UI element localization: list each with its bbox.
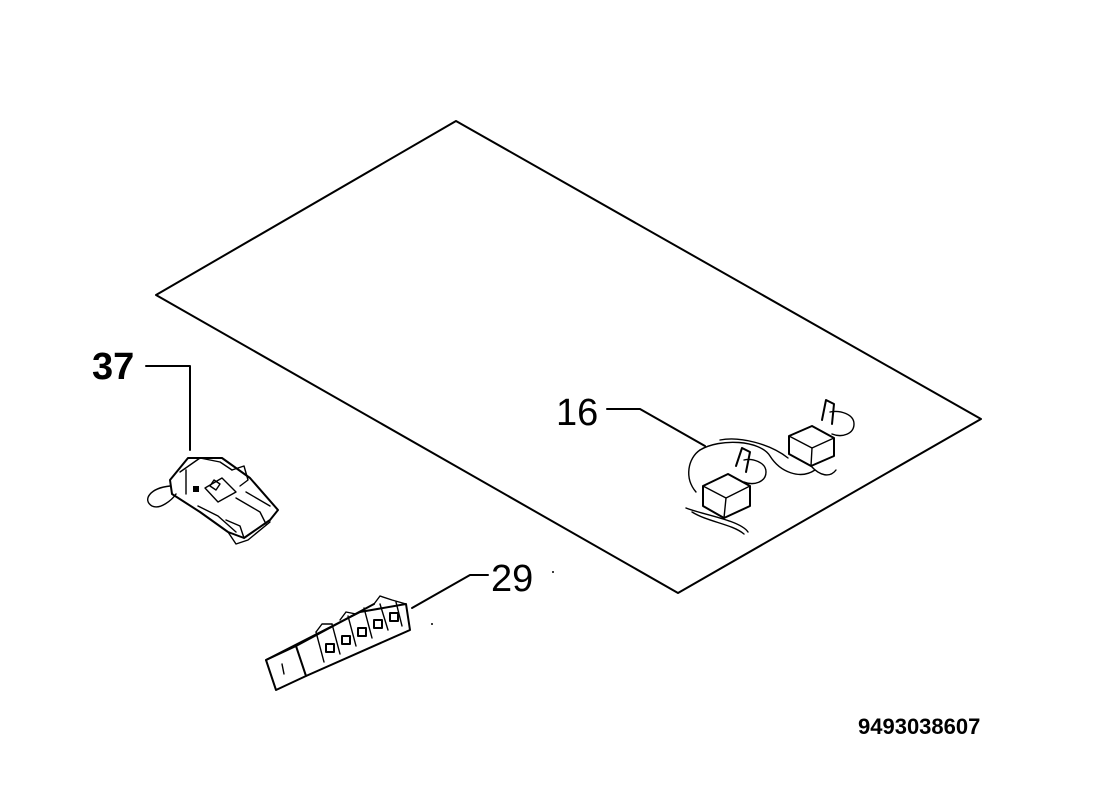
part-16-sensor-assembly bbox=[685, 399, 855, 535]
part-29-terminal-block bbox=[265, 595, 411, 691]
callout-16: 16 bbox=[556, 392, 598, 434]
document-number: 9493038607 bbox=[858, 714, 980, 739]
part-37-control-assembly bbox=[147, 457, 279, 545]
stray-dot bbox=[431, 623, 433, 625]
leader-line-16 bbox=[606, 408, 706, 447]
callout-37: 37 bbox=[92, 346, 134, 388]
callout-29: 29 bbox=[491, 558, 533, 600]
leader-line-37 bbox=[145, 365, 191, 451]
stray-dot bbox=[552, 571, 554, 573]
leader-line-29 bbox=[411, 574, 489, 609]
cooktop-panel bbox=[155, 120, 982, 594]
